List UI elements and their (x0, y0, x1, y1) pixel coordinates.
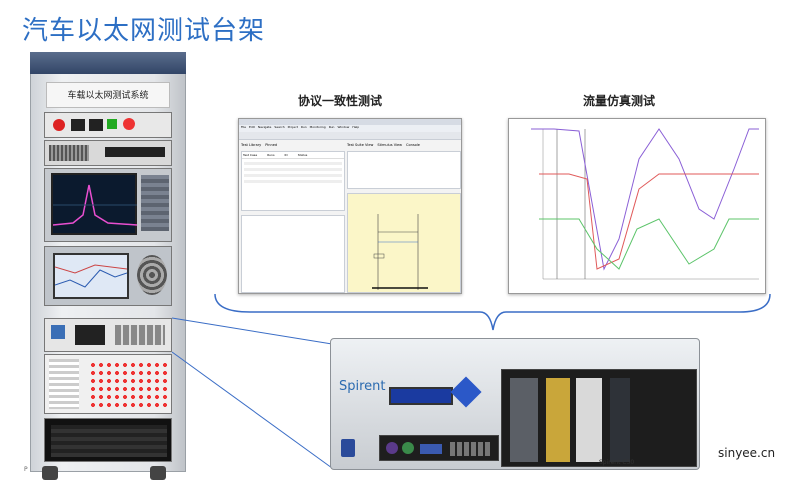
tab-pinned[interactable]: Pinned (265, 143, 278, 147)
table-header: Test Case Runs ID Status (242, 152, 344, 159)
test-case-table: Test Case Runs ID Status (241, 151, 345, 211)
menu-file[interactable]: File (241, 125, 247, 129)
brand-logo: Spirent (339, 379, 386, 394)
sequence-diagram-icon (372, 214, 428, 290)
network-graph-icon (54, 264, 128, 288)
tab-stimulus-view[interactable]: Stimulus View (377, 143, 403, 147)
front-io-ports (379, 435, 499, 461)
traffic-chart-screenshot (508, 118, 766, 294)
col-id: ID (284, 153, 288, 157)
menu-project[interactable]: Project (287, 125, 298, 129)
rack-foot-label: P (24, 466, 28, 473)
col-test-case: Test Case (243, 153, 258, 157)
power-supply-unit (44, 140, 172, 166)
menu-edit[interactable]: Edit (249, 125, 255, 129)
menu-search[interactable]: Search (274, 125, 285, 129)
spectrum-analyzer (44, 168, 172, 242)
menu-bar: File Edit Navigate Search Project Run Mo… (239, 125, 461, 132)
conformance-screenshot: File Edit Navigate Search Project Run Mo… (238, 118, 462, 294)
toolbar (239, 132, 461, 140)
col-status: Status (297, 153, 308, 157)
computer-unit (44, 418, 172, 462)
switch-unit (44, 318, 172, 352)
network-analyzer (44, 246, 172, 306)
rack-wheel-left (42, 466, 58, 480)
traffic-label: 流量仿真测试 (583, 94, 656, 108)
menu-run-2[interactable]: Run (328, 125, 335, 129)
rack-top-panel (30, 52, 186, 74)
tab-test-suite-view[interactable]: Test Suite View (347, 143, 374, 147)
traffic-chart-icon (531, 128, 759, 280)
io-panel (44, 354, 172, 414)
sequence-diagram (347, 193, 461, 293)
menu-monitoring[interactable]: Monitoring (309, 125, 326, 129)
tab-console[interactable]: Console (406, 143, 420, 147)
window-titlebar (239, 119, 461, 125)
spirent-device: Spirent Spirent C50 (330, 338, 700, 470)
menu-run[interactable]: Run (300, 125, 307, 129)
spectrum-trace-icon (52, 184, 138, 226)
watermark: sinyee.cn (718, 446, 776, 460)
rack-label: 车载以太网测试系统 (46, 82, 170, 108)
rack-wheel-right (150, 466, 166, 480)
protocol-tree (347, 151, 461, 189)
menu-window[interactable]: Window (337, 125, 350, 129)
page-title: 汽车以太网测试台架 (22, 16, 266, 46)
module-bay (501, 369, 697, 467)
right-tabs: Test Suite View Stimulus View Console (347, 143, 461, 151)
col-runs: Runs (267, 153, 275, 157)
summary-panel (241, 215, 345, 293)
model-label: Spirent C50 (599, 459, 635, 466)
switch-panel (44, 112, 172, 138)
left-tabs: Test Library Pinned (241, 143, 341, 151)
conformance-label: 协议一致性测试 (298, 94, 383, 108)
menu-navigate[interactable]: Navigate (257, 125, 272, 129)
tab-test-library[interactable]: Test Library (241, 143, 262, 147)
menu-help[interactable]: Help (352, 125, 360, 129)
brace-connector (214, 293, 771, 331)
power-button[interactable] (341, 439, 355, 457)
lcd-display (389, 387, 453, 405)
nav-keypad-icon[interactable] (450, 376, 482, 408)
